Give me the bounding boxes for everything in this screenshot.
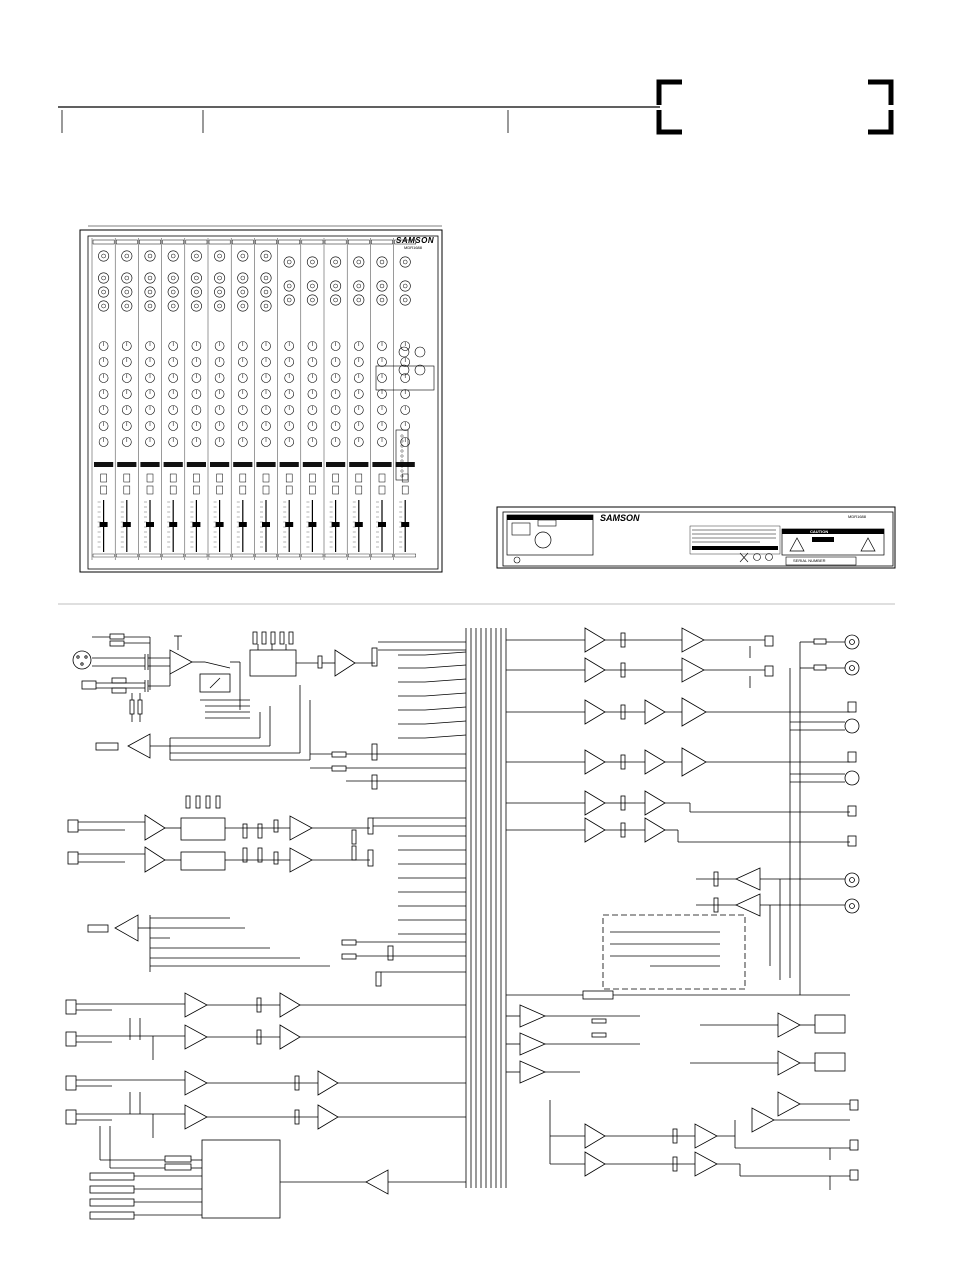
outputs bbox=[506, 628, 859, 1190]
mono-channel bbox=[73, 632, 466, 789]
returns bbox=[66, 993, 466, 1219]
mix-bus bbox=[466, 628, 506, 1188]
stereo-channel bbox=[68, 796, 466, 986]
